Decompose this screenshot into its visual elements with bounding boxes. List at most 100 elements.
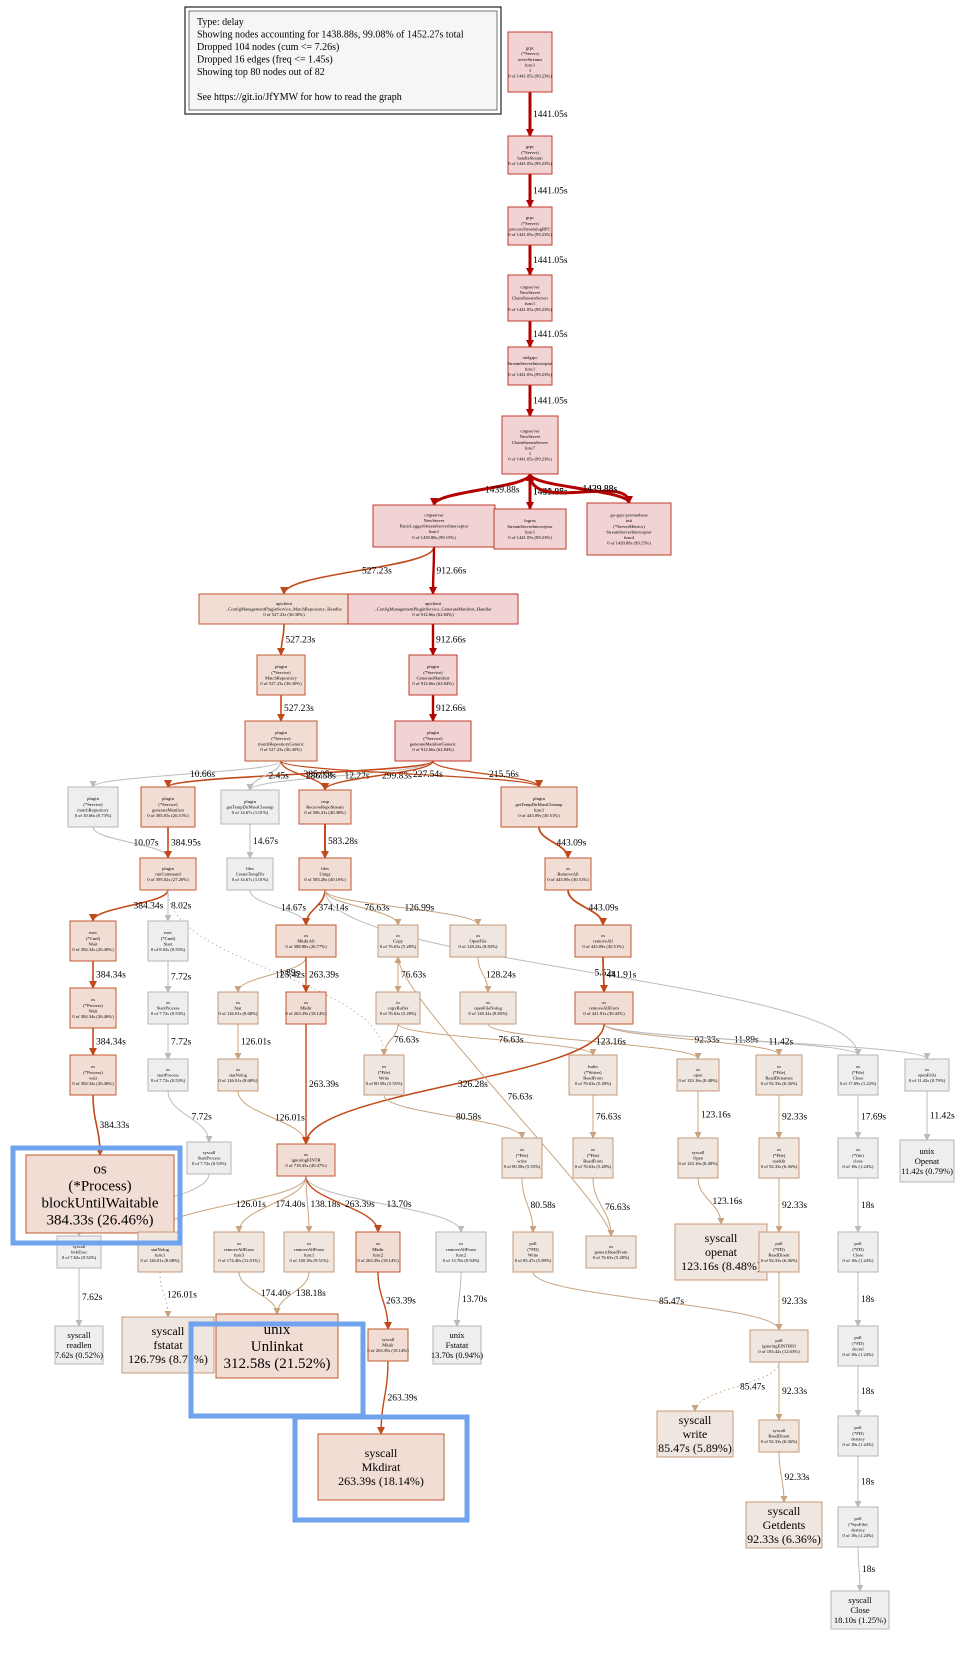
node-box[interactable] [899, 1139, 955, 1183]
node-box[interactable] [432, 1325, 482, 1365]
node-box[interactable] [198, 593, 370, 625]
node-box[interactable] [837, 1137, 879, 1179]
node-box[interactable] [758, 1419, 800, 1453]
node-box[interactable] [220, 789, 280, 825]
node-box[interactable] [355, 1231, 401, 1273]
node-box[interactable] [244, 720, 318, 762]
function-node[interactable]: apiclient_ConfigManagementPluginService_… [198, 593, 370, 625]
node-box[interactable] [904, 1058, 950, 1092]
node-box[interactable] [363, 1054, 405, 1096]
node-box[interactable] [656, 1410, 734, 1458]
node-box[interactable] [147, 920, 189, 962]
node-box[interactable] [837, 1506, 879, 1548]
node-box[interactable] [67, 786, 119, 828]
node-box[interactable] [276, 1143, 336, 1177]
node-box[interactable] [25, 1154, 175, 1234]
node-box[interactable] [674, 1223, 768, 1281]
node-box[interactable] [347, 593, 519, 625]
node-box[interactable] [501, 1137, 543, 1179]
node-box[interactable] [186, 1141, 232, 1175]
node-box[interactable] [256, 654, 306, 696]
node-box[interactable] [54, 1325, 104, 1365]
node-box[interactable] [749, 1329, 809, 1363]
node-box[interactable] [758, 1231, 800, 1273]
node-box[interactable] [507, 135, 553, 175]
node-box[interactable] [507, 31, 553, 93]
node-box[interactable] [226, 857, 274, 891]
function-node[interactable]: apiclient_ConfigManagementPluginService_… [347, 593, 519, 625]
node-box[interactable] [758, 1137, 800, 1179]
node-box[interactable] [367, 1328, 409, 1362]
node-box[interactable] [394, 720, 472, 762]
node-box[interactable] [285, 991, 327, 1025]
node-box[interactable] [507, 346, 553, 386]
node-box[interactable] [140, 786, 196, 828]
node-box[interactable] [69, 987, 117, 1029]
node-box[interactable] [298, 789, 352, 825]
node-box[interactable] [544, 857, 592, 891]
node-box[interactable] [676, 1058, 720, 1092]
node-box[interactable] [377, 924, 419, 958]
node-box[interactable] [745, 1501, 823, 1549]
node-box[interactable] [586, 502, 672, 556]
node-box[interactable] [137, 1231, 183, 1273]
node-box[interactable] [677, 1137, 719, 1179]
node-box[interactable] [574, 924, 632, 958]
node-box[interactable] [217, 1058, 259, 1092]
node-box[interactable] [375, 991, 421, 1025]
node-box[interactable] [830, 1590, 890, 1630]
node-box[interactable] [69, 920, 117, 962]
node-box[interactable] [500, 786, 578, 828]
node-box[interactable] [572, 1137, 614, 1179]
